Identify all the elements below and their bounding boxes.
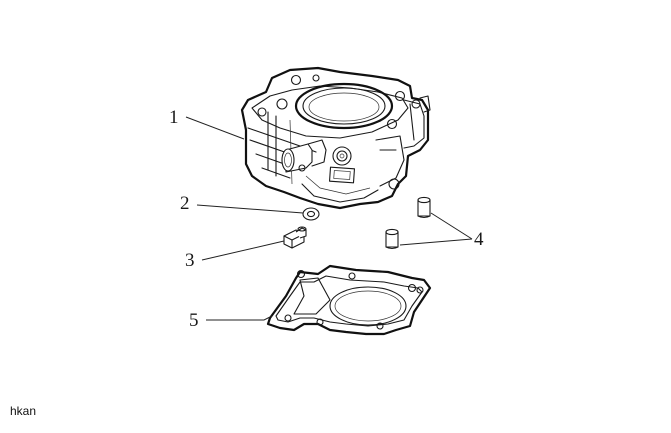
leader-line-4b — [399, 238, 473, 246]
cylinder-block — [240, 66, 431, 210]
base-gasket — [266, 264, 432, 336]
callout-3: 3 — [185, 250, 195, 271]
washer — [302, 207, 320, 221]
leader-line-1 — [185, 116, 245, 140]
leader-line-3 — [201, 240, 285, 261]
dowel-pin-lower — [385, 228, 399, 250]
watermark-text: hkan — [10, 404, 37, 418]
callout-5: 5 — [189, 310, 199, 331]
dowel-pin-upper — [417, 196, 431, 219]
bolt — [283, 226, 307, 249]
leader-line-5 — [206, 315, 273, 321]
callout-1: 1 — [169, 107, 179, 128]
leader-line-4a — [430, 212, 473, 240]
callout-4: 4 — [474, 229, 484, 250]
leader-line-2 — [196, 204, 304, 214]
callout-2: 2 — [180, 193, 190, 214]
